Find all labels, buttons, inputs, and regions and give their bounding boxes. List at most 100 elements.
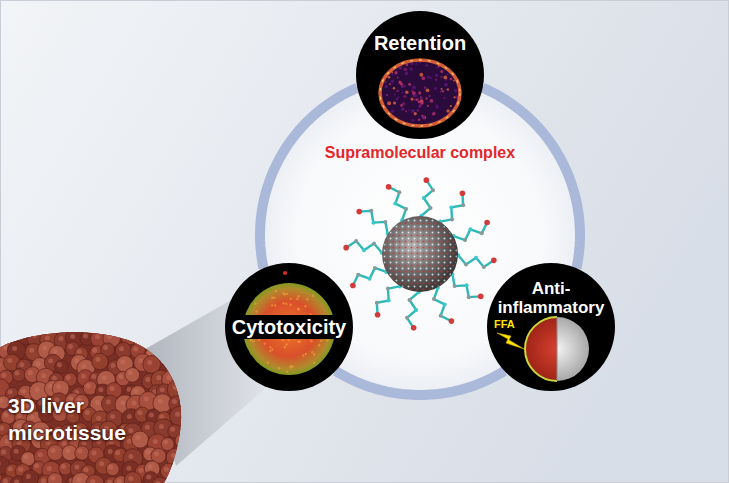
- cell: [19, 318, 39, 338]
- speck: [454, 89, 458, 93]
- atom: [375, 301, 379, 305]
- cell-highlight: [66, 375, 71, 380]
- control-half: [557, 317, 589, 381]
- cell-body: [172, 334, 185, 347]
- cell-highlight: [138, 410, 143, 415]
- speck: [414, 112, 417, 115]
- cell-highlight: [191, 336, 196, 341]
- cycle-ring-segment: [260, 88, 357, 268]
- speck: [435, 79, 437, 81]
- red-dot: [283, 271, 287, 275]
- cell-highlight: [95, 357, 100, 362]
- cell-highlight: [155, 481, 160, 483]
- cell-highlight: [170, 427, 175, 432]
- cell: [75, 446, 89, 460]
- speck: [386, 94, 389, 97]
- cell-highlight: [128, 476, 133, 481]
- cell: [159, 332, 173, 346]
- cell-highlight: [186, 411, 191, 416]
- cell: [35, 315, 50, 330]
- ligand-chain: [407, 292, 419, 328]
- speck: [263, 343, 265, 345]
- cell-highlight: [18, 467, 23, 472]
- cell-highlight: [166, 322, 171, 327]
- cell: [0, 314, 11, 332]
- cell-highlight: [175, 412, 180, 417]
- core-lattice: [383, 217, 457, 291]
- cell-highlight: [185, 370, 190, 375]
- cell-highlight: [0, 318, 2, 323]
- cell-highlight: [81, 364, 86, 369]
- speck: [396, 89, 399, 92]
- atom: [449, 205, 453, 209]
- cell-body: [182, 367, 197, 382]
- speck: [254, 302, 256, 304]
- text-holder: Supramolecular complex: [310, 142, 530, 164]
- cell-body: [75, 446, 89, 460]
- speck: [419, 104, 422, 107]
- cell-highlight: [85, 410, 90, 415]
- cell-highlight: [144, 321, 149, 326]
- speck: [411, 90, 414, 93]
- cell: [169, 473, 185, 483]
- speck: [426, 88, 430, 92]
- cell-highlight: [26, 474, 31, 479]
- cell-highlight: [20, 332, 25, 337]
- speck: [409, 67, 413, 71]
- cell: [182, 367, 197, 382]
- speck: [424, 86, 427, 89]
- cell: [172, 334, 185, 347]
- atom: [407, 298, 411, 302]
- cell-body: [144, 327, 162, 345]
- cell: [106, 463, 119, 476]
- cell-highlight: [133, 346, 138, 351]
- speck: [403, 67, 407, 71]
- cell-highlight: [107, 334, 112, 339]
- cell-highlight: [118, 374, 123, 379]
- cell-highlight: [136, 435, 141, 440]
- atom: [484, 220, 490, 226]
- cell: [179, 471, 194, 483]
- cell: [55, 360, 68, 373]
- speck: [418, 118, 421, 121]
- speck: [420, 101, 423, 104]
- speck: [450, 78, 453, 81]
- cell-highlight: [95, 334, 100, 339]
- cell-highlight: [74, 358, 79, 363]
- microtissue-blob: [0, 332, 181, 483]
- cell-highlight: [32, 333, 37, 338]
- speck: [444, 83, 448, 87]
- cell-highlight: [108, 465, 113, 470]
- speck: [311, 351, 313, 353]
- text-holder: Cytotoxicity: [225, 315, 353, 339]
- speck: [278, 367, 280, 369]
- cell: [186, 434, 204, 452]
- cell-highlight: [185, 346, 190, 351]
- cell-highlight: [21, 389, 26, 394]
- cell-highlight: [61, 464, 66, 469]
- atom: [463, 238, 467, 242]
- ligand-chain: [434, 288, 452, 321]
- cell-body: [185, 464, 200, 479]
- cell-body: [13, 320, 28, 335]
- cell-highlight: [111, 363, 116, 368]
- cell-highlight: [127, 439, 132, 444]
- atom: [474, 256, 478, 260]
- speck: [450, 105, 452, 107]
- cell-highlight: [117, 479, 122, 483]
- cell-highlight: [0, 363, 1, 368]
- cell-highlight: [48, 358, 53, 363]
- cell-body: [47, 473, 62, 483]
- cell-highlight: [153, 439, 158, 444]
- cell-body: [125, 368, 140, 383]
- cell-highlight: [41, 373, 46, 378]
- speck: [397, 77, 399, 79]
- cell-highlight: [7, 358, 12, 363]
- speck: [422, 116, 426, 120]
- atom: [431, 188, 435, 192]
- cycle-ring-segment: [336, 371, 505, 395]
- cell: [116, 319, 131, 334]
- cell-highlight: [25, 324, 30, 329]
- cell-highlight: [185, 429, 190, 434]
- speck: [425, 97, 427, 99]
